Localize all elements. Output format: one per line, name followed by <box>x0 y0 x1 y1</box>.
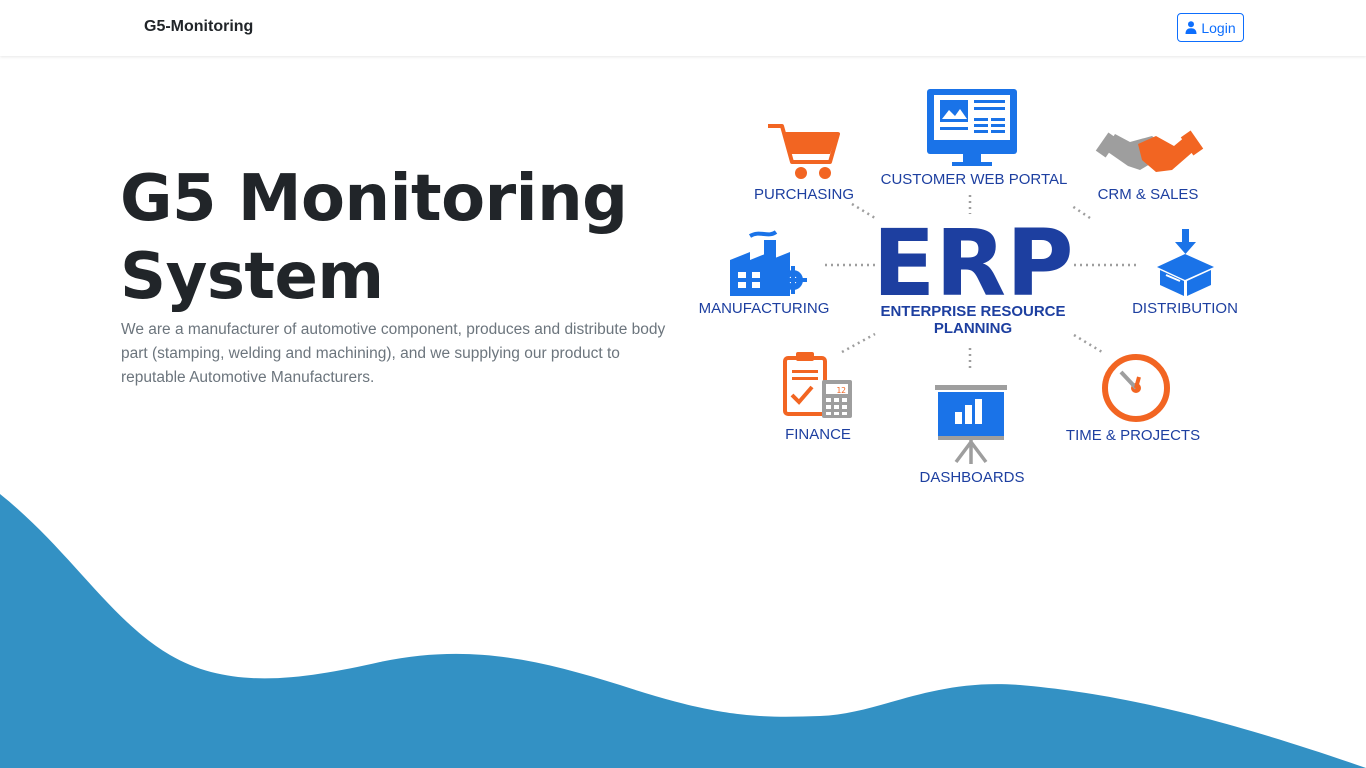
hero-title: G5 Monitoring System <box>120 162 628 314</box>
module-label-purchasing: PURCHASING <box>754 186 854 203</box>
monitor-icon <box>927 89 1017 166</box>
factory-icon <box>730 230 807 296</box>
clipboard-calculator-icon: 12 <box>783 352 852 418</box>
brand-link[interactable]: G5-Monitoring <box>144 18 254 35</box>
presentation-board-icon <box>935 385 1007 464</box>
module-label-customer-web-portal: CUSTOMER WEB PORTAL <box>881 171 1068 188</box>
module-label-time-projects: TIME & PROJECTS <box>1066 427 1200 444</box>
login-label: Login <box>1201 19 1236 36</box>
module-label-crm-sales: CRM & SALES <box>1098 186 1199 203</box>
module-label-finance: FINANCE <box>785 426 851 443</box>
erp-title: ERP <box>872 210 1073 317</box>
box-icon <box>1157 229 1214 296</box>
erp-center: ERP ENTERPRISE RESOURCE PLANNING <box>872 210 1073 337</box>
erp-subtitle-line2: PLANNING <box>934 320 1012 337</box>
user-icon <box>1185 21 1197 34</box>
svg-text:12: 12 <box>836 386 846 395</box>
shopping-cart-icon <box>768 124 840 179</box>
connector-lines <box>825 195 1140 368</box>
module-label-manufacturing: MANUFACTURING <box>699 300 830 317</box>
navbar: G5-Monitoring Login <box>0 0 1366 56</box>
decorative-wave <box>0 480 1366 768</box>
hero-description: We are a manufacturer of automotive comp… <box>121 321 666 386</box>
login-button[interactable]: Login <box>1177 13 1244 42</box>
clock-icon <box>1102 354 1170 422</box>
handshake-icon <box>1095 130 1204 172</box>
erp-diagram: ERP ENTERPRISE RESOURCE PLANNING 12 <box>690 82 1250 497</box>
module-label-dashboards: DASHBOARDS <box>919 469 1024 486</box>
module-label-distribution: DISTRIBUTION <box>1132 300 1238 317</box>
erp-subtitle-line1: ENTERPRISE RESOURCE <box>880 303 1065 320</box>
